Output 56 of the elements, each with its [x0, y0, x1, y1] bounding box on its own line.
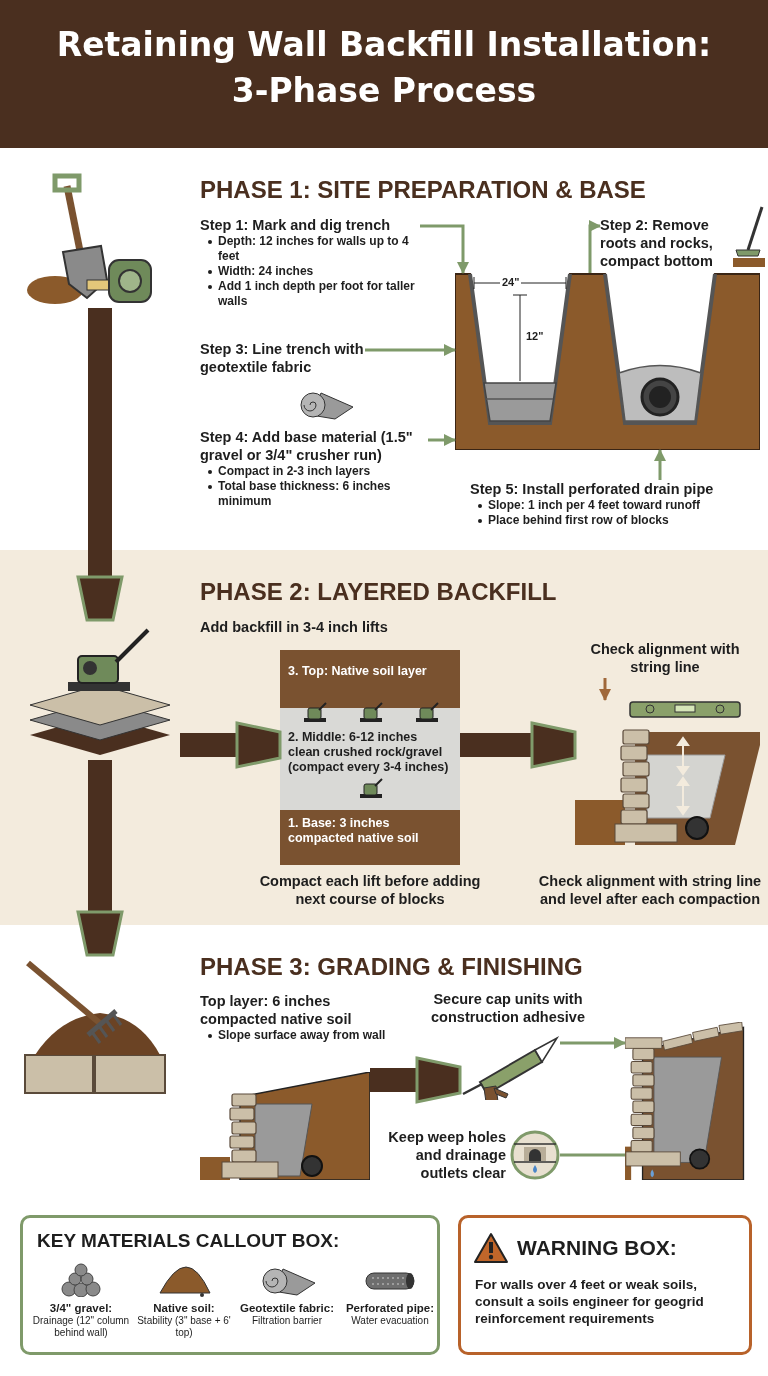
bullet-text: Total base thickness: 6 inches minimum [218, 479, 392, 509]
bullet-text: Slope: 1 inch per 4 feet toward runoff [488, 498, 701, 513]
material-description: Drainage (12" column behind wall) [31, 1315, 131, 1339]
dimension-label: 24" [500, 276, 522, 289]
material-name: Geotextile fabric: [239, 1301, 335, 1315]
warning-heading: WARNING BOX: [517, 1236, 677, 1260]
caption-text: Compact each lift before adding next course of blocks [258, 872, 482, 908]
bullet-text: Depth: 12 inches for walls up to 4 feet [218, 234, 410, 264]
trench-cross-section-drawing [455, 273, 760, 450]
leader-arrow [599, 678, 611, 701]
section-background [0, 550, 768, 925]
material-description: Stability (3" base + 6' top) [136, 1315, 232, 1339]
leader-arrow [588, 220, 601, 273]
leader-arrow [654, 449, 666, 480]
instruction-text: Add backfill in 3-4 inch lifts [200, 618, 388, 636]
step-heading: Step 3: Line trench with geotextile fabric [200, 340, 365, 376]
material-name: Perforated pipe: [344, 1301, 436, 1315]
bullet-text: Compact in 2-3 inch layers [218, 464, 371, 479]
step-heading: Step 1: Mark and dig trench [200, 216, 392, 234]
retaining-wall-section-drawing [575, 700, 760, 845]
soil-layers-panel [280, 650, 460, 865]
leader-arrow [365, 344, 456, 356]
callout-box [20, 1215, 440, 1355]
retaining-wall-section-drawing [200, 1072, 370, 1180]
phase-heading: PHASE 3: GRADING & FINISHING [200, 953, 583, 981]
caption-text: Top layer: 6 inches compacted native soil [200, 992, 353, 1028]
dimension-label: 12" [524, 330, 546, 343]
step-heading: Step 2: Remove roots and rocks, compact bottom [600, 216, 714, 270]
material-description: Filtration barrier [251, 1315, 323, 1327]
caption-text: Keep weep holes and drainage outlets clear [387, 1128, 506, 1182]
connector-line [560, 1153, 625, 1157]
material-name: 3/4" gravel: [48, 1301, 114, 1315]
phase-heading: PHASE 2: LAYERED BACKFILL [200, 578, 557, 606]
title: Retaining Wall Backfill Installation: 3-Phase Process [55, 24, 713, 112]
warning-text: For walls over 4 feet or weak soils, consult a soils engineer for geogrid reinforcement requirements [475, 1276, 705, 1327]
bullet-text: Width: 24 inches [218, 264, 314, 279]
bullet-text: Add 1 inch depth per foot for taller walls [218, 279, 416, 309]
leader-arrow [420, 224, 469, 274]
bullet-text: Slope surface away from wall [218, 1028, 386, 1043]
caption-text: Secure cap units with construction adhesive [430, 990, 586, 1026]
layer-label: 1. Base: 3 inches compacted native soil [288, 816, 420, 846]
leader-arrow [428, 434, 456, 446]
caption-text: Check alignment with string line and level after each compaction [537, 872, 763, 908]
callout-text: Check alignment with string line [589, 640, 741, 676]
layer-label: 3. Top: Native soil layer [288, 664, 428, 679]
leader-arrow [560, 1037, 626, 1049]
weep-hole-detail-icon [510, 1130, 560, 1180]
material-description: Water evacuation [350, 1315, 430, 1327]
warning-box [458, 1215, 752, 1355]
step-heading: Step 4: Add base material (1.5" gravel or 3/4" crusher run) [200, 428, 414, 464]
bullet-text: Place behind first row of blocks [488, 513, 669, 528]
material-name: Native soil: [152, 1301, 216, 1315]
layer-label: 2. Middle: 6-12 inches clean crushed rock/gravel (compact every 3-4 inches) [288, 730, 450, 775]
phase-heading: PHASE 1: SITE PREPARATION & BASE [200, 176, 646, 204]
step-heading: Step 5: Install perforated drain pipe [470, 480, 715, 498]
callout-heading: KEY MATERIALS CALLOUT BOX: [37, 1230, 340, 1252]
